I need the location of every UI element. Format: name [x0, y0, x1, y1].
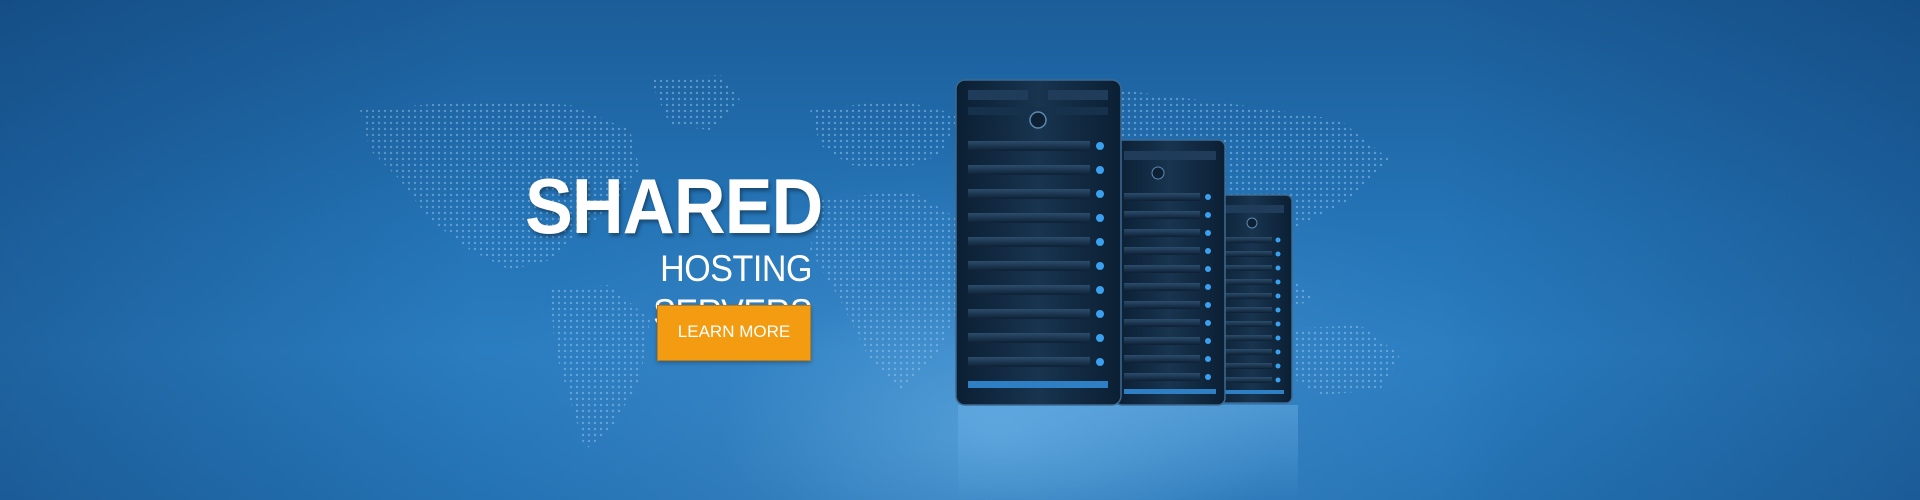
- server-tower-icon: [955, 79, 1298, 500]
- learn-more-button[interactable]: LEARN MORE: [657, 305, 811, 361]
- headline-main: SHARED: [524, 162, 823, 250]
